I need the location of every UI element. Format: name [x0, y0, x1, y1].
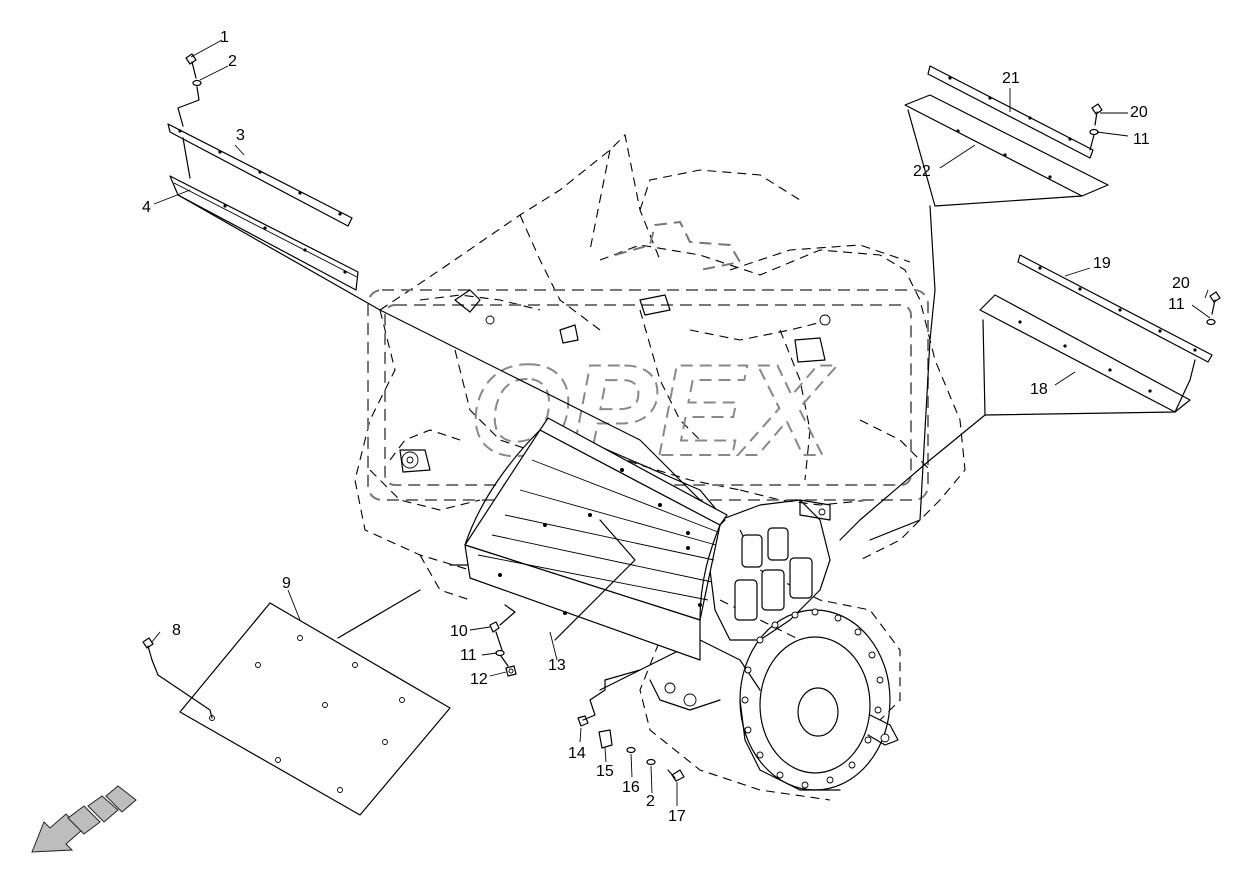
part-18-panel [979, 294, 1191, 413]
part-21-strip [927, 65, 1094, 159]
screw-20-upper [1089, 103, 1103, 151]
chassis-outline [354, 133, 966, 801]
hardware-10-11-12 [489, 604, 517, 677]
callout-labels: 1 2 3 4 21 20 11 22 19 20 11 18 9 8 10 1… [142, 29, 1190, 825]
callout-21: 21 [1002, 70, 1020, 87]
callout-3: 3 [236, 127, 245, 144]
callout-11: 11 [460, 647, 477, 664]
leader-9 [337, 589, 421, 639]
callout-2: 2 [228, 53, 237, 70]
callout-9: 9 [282, 575, 291, 592]
callout-4: 4 [142, 199, 151, 216]
callout-18: 18 [1030, 381, 1048, 398]
callout-leaders [151, 39, 1211, 806]
callout-20: 20 [1172, 275, 1190, 292]
direction-arrow-icon [31, 785, 137, 853]
callout-8: 8 [172, 622, 181, 639]
part-4-strip [169, 175, 359, 291]
callout-22: 22 [913, 163, 931, 180]
callout-13: 13 [548, 657, 566, 674]
callout-10: 10 [450, 623, 468, 640]
part-13-trough [464, 417, 728, 661]
callout-16: 16 [622, 779, 640, 796]
callout-12: 12 [470, 671, 488, 688]
leader-21-22 [869, 109, 1083, 541]
washer-2 [177, 79, 202, 127]
opex-watermark: OPEX [367, 220, 929, 547]
callout-20: 20 [1130, 104, 1148, 121]
part-9-plate [179, 602, 451, 816]
screw-1 [185, 53, 197, 79]
leader-3-4 [177, 137, 381, 311]
screw-20-lower [1206, 291, 1221, 326]
part-3-strip [167, 123, 353, 227]
callout-14: 14 [568, 745, 586, 762]
part-19-strip [1017, 254, 1213, 363]
engine-block [599, 499, 899, 791]
part-22-panel [904, 94, 1109, 197]
callout-1: 1 [220, 29, 229, 46]
callout-17: 17 [668, 808, 686, 825]
callout-11: 11 [1168, 296, 1185, 313]
hardware-14-17 [577, 669, 685, 782]
screw-8 [142, 637, 213, 719]
leader-18-19 [839, 319, 1196, 541]
callout-2: 2 [646, 793, 655, 810]
callout-19: 19 [1093, 255, 1111, 272]
callout-11: 11 [1133, 131, 1150, 148]
callout-15: 15 [596, 763, 614, 780]
